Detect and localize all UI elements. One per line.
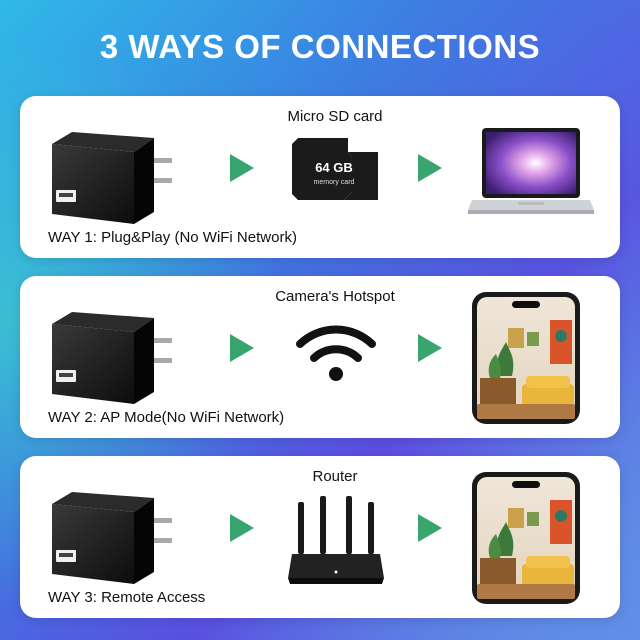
arrow-icon: [230, 334, 254, 362]
sd-capacity: 64 GB: [315, 160, 353, 175]
arrow-icon: [418, 154, 442, 182]
charger-camera-icon: [52, 492, 172, 584]
way-1-middle-label: Micro SD card: [287, 108, 383, 125]
way-2-label: WAY 2: AP Mode(No WiFi Network): [48, 409, 285, 426]
charger-camera-icon: [52, 132, 172, 224]
sd-subtitle: memory card: [314, 179, 355, 186]
way-2-panel: Camera's Hotspot WAY 2: AP Mode(No WiFi …: [20, 276, 620, 438]
wifi-icon: [296, 325, 376, 381]
page-title: 3 WAYS OF CONNECTIONS: [99, 28, 541, 65]
phone-icon: [472, 292, 580, 424]
sd-card-icon: 64 GB memory card: [292, 138, 378, 200]
way-1-panel: Micro SD card 64 GB memory card WAY 1: P…: [20, 96, 620, 258]
way-1-label: WAY 1: Plug&Play (No WiFi Network): [48, 229, 297, 246]
laptop-icon: [468, 128, 594, 214]
arrow-icon: [418, 514, 442, 542]
way-2-middle-label: Camera's Hotspot: [275, 288, 395, 305]
arrow-icon: [418, 334, 442, 362]
arrow-icon: [230, 514, 254, 542]
way-3-middle-label: Router: [312, 468, 358, 485]
router-icon: [288, 496, 384, 584]
charger-camera-icon: [52, 312, 172, 404]
way-3-panel: Router WAY 3: Remote Access: [20, 456, 620, 618]
phone-icon: [472, 472, 580, 604]
arrow-icon: [230, 154, 254, 182]
way-3-label: WAY 3: Remote Access: [48, 589, 206, 606]
